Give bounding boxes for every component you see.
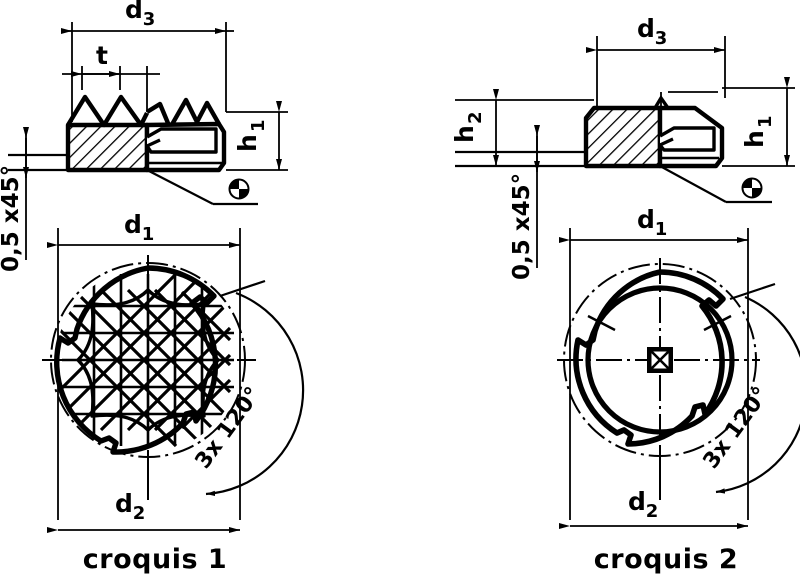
angle-arc-c1 (205, 291, 305, 497)
datum-target-symbol-left (146, 169, 258, 206)
dim-label-d3-sub-c2: 3 (655, 28, 668, 49)
dim-label-d2-sub-c1: 2 (133, 503, 146, 524)
dim-label-h1-c2: h (740, 130, 769, 148)
quadrant-circle-icon-c2 (741, 177, 763, 199)
dim-label-h1: h (233, 134, 262, 152)
chamfer-note-left: 0,5 x45° (0, 165, 24, 272)
thread-teeth-right (145, 97, 221, 131)
angle-arc-leader-c1 (219, 279, 266, 298)
dim-label-d3: d (125, 0, 143, 24)
radial-leader-right-c2 (703, 314, 732, 332)
dim-label-d1-sub-c1: 1 (142, 224, 155, 245)
dim-label-d1-sub-c2: 1 (655, 219, 668, 240)
dim-label-h1-sub: 1 (248, 119, 269, 132)
view-croquis-1: d 3 t (0, 0, 305, 575)
datum-target-symbol-right (659, 165, 772, 204)
section-hatch-left-c2 (586, 108, 660, 166)
body-circle-c1 (54, 265, 219, 455)
inner-bore-circle-c2 (585, 285, 735, 435)
section-hatch-left (68, 125, 147, 170)
dim-label-h2-c2: h (450, 125, 479, 143)
square-drive-center-c2 (647, 347, 673, 373)
recess-profile-c2 (658, 126, 716, 152)
chamfer-note-right: 0,5 x45° (509, 173, 535, 280)
caption-croquis-2: croquis 2 (594, 544, 738, 575)
dim-label-t: t (96, 41, 108, 70)
dim-label-d2-c1: d (115, 489, 133, 518)
croquis1-section: d 3 t (0, 0, 288, 272)
croquis1-plan: d 1 d 2 (42, 210, 305, 533)
dim-label-h2-sub-c2: 2 (465, 111, 486, 124)
quadrant-circle-icon (228, 178, 250, 200)
dim-label-d2-sub-c2: 2 (646, 501, 659, 522)
angle-arc-c2 (715, 295, 800, 494)
radial-leader-left-c2 (587, 314, 616, 332)
recess-chamfer-c2 (659, 137, 674, 147)
angle-arc-leader-c2 (729, 282, 776, 301)
dim-label-d3-c2: d (637, 14, 655, 43)
section-outline-left-c2 (583, 105, 663, 169)
dim-label-d1-c1: d (124, 210, 142, 239)
dim-label-d1-c2: d (637, 205, 655, 234)
knurl-scallop-ring-c1 (76, 288, 220, 432)
caption-croquis-1: croquis 1 (83, 544, 227, 575)
recess-profile (145, 127, 218, 154)
datum-leader-line-c2 (659, 165, 727, 203)
square-drive-cross-2 (650, 350, 670, 370)
recess-chamfer (146, 138, 161, 148)
dim-label-h1-sub-c2: 1 (755, 115, 776, 128)
datum-leader-line (146, 169, 214, 205)
dim-label-d2-c2: d (628, 487, 646, 516)
dim-label-d3-sub: 3 (143, 9, 156, 30)
croquis2-section: d 3 h 2 (450, 14, 795, 280)
